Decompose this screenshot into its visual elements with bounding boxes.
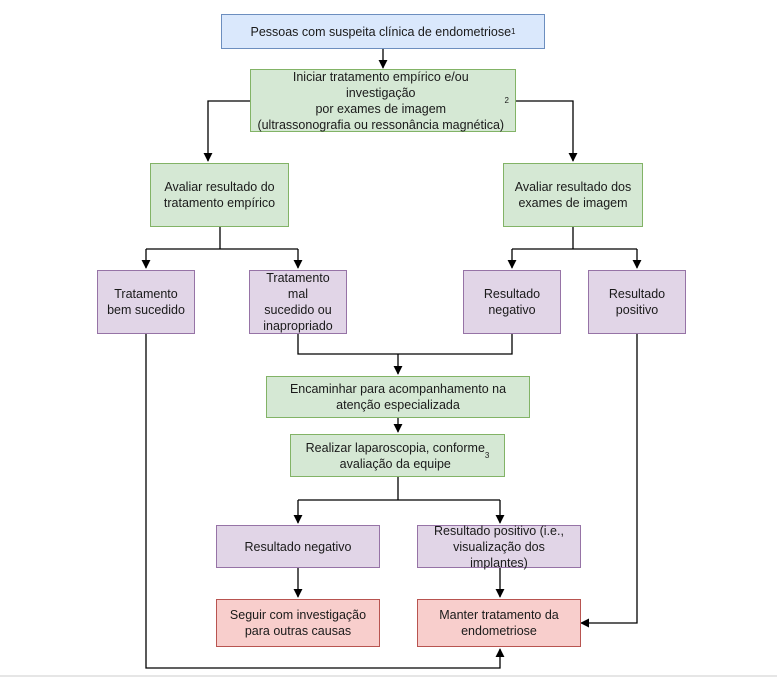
edge-bem-sucedido-to-manter [145,334,505,669]
node-resultado-positivo-imagem: Resultado positivo [588,270,686,334]
node-avaliar-exames: Avaliar resultado dos exames de imagem [503,163,643,227]
node-laparoscopia: Realizar laparoscopia, conforme avaliaçã… [290,434,505,477]
node-start-label: Pessoas com suspeita clínica de endometr… [250,24,512,39]
node-resultado-positivo-imagem-label: Resultado positivo [608,287,666,317]
node-iniciar: Iniciar tratamento empírico e/ou investi… [250,69,516,132]
node-bem-sucedido-label: Tratamento bem sucedido [107,287,185,317]
node-encaminhar-label: Encaminhar para acompanhamento na atençã… [289,382,507,412]
node-avaliar-tratamento-label: Avaliar resultado do tratamento empírico [163,180,276,210]
bottom-divider [0,675,777,677]
node-laparoscopia-label: Realizar laparoscopia, conforme avaliaçã… [305,440,485,471]
node-resultado-positivo-label: Resultado positivo (i.e., visualização d… [434,523,564,570]
edge-laparoscopia-split [298,477,500,501]
edge-avaliar-tratamento-split [146,227,298,250]
node-resultado-positivo: Resultado positivo (i.e., visualização d… [417,523,581,570]
node-manter: Manter tratamento da endometriose [417,599,581,647]
node-encaminhar: Encaminhar para acompanhamento na atençã… [266,376,530,418]
node-seguir: Seguir com investigação para outras caus… [216,599,380,647]
node-resultado-negativo: Resultado negativo [216,525,380,568]
node-seguir-label: Seguir com investigação para outras caus… [229,608,367,638]
node-start: Pessoas com suspeita clínica de endometr… [221,14,545,49]
edge-avaliar-exames-split [512,227,637,250]
edge-iniciar-to-avaliar-tratamento [203,100,250,162]
node-manter-label: Manter tratamento da endometriose [439,608,559,638]
edge-iniciar-to-avaliar-exames [516,100,578,162]
node-resultado-negativo-imagem-label: Resultado negativo [483,287,541,317]
node-mal-sucedido: Tratamento mal sucedido ou inapropriado [249,270,347,334]
node-mal-sucedido-label: Tratamento mal sucedido ou inapropriado [263,271,333,333]
node-resultado-negativo-imagem: Resultado negativo [463,270,561,334]
edge-merge-to-encaminhar [297,334,513,374]
node-bem-sucedido: Tratamento bem sucedido [97,270,195,334]
node-iniciar-label: Iniciar tratamento empírico e/ou investi… [257,69,505,132]
node-avaliar-exames-label: Avaliar resultado dos exames de imagem [514,180,632,210]
node-resultado-negativo-label: Resultado negativo [244,539,352,554]
node-avaliar-tratamento: Avaliar resultado do tratamento empírico [150,163,289,227]
edge-positivo-imagem-to-manter [580,334,638,628]
